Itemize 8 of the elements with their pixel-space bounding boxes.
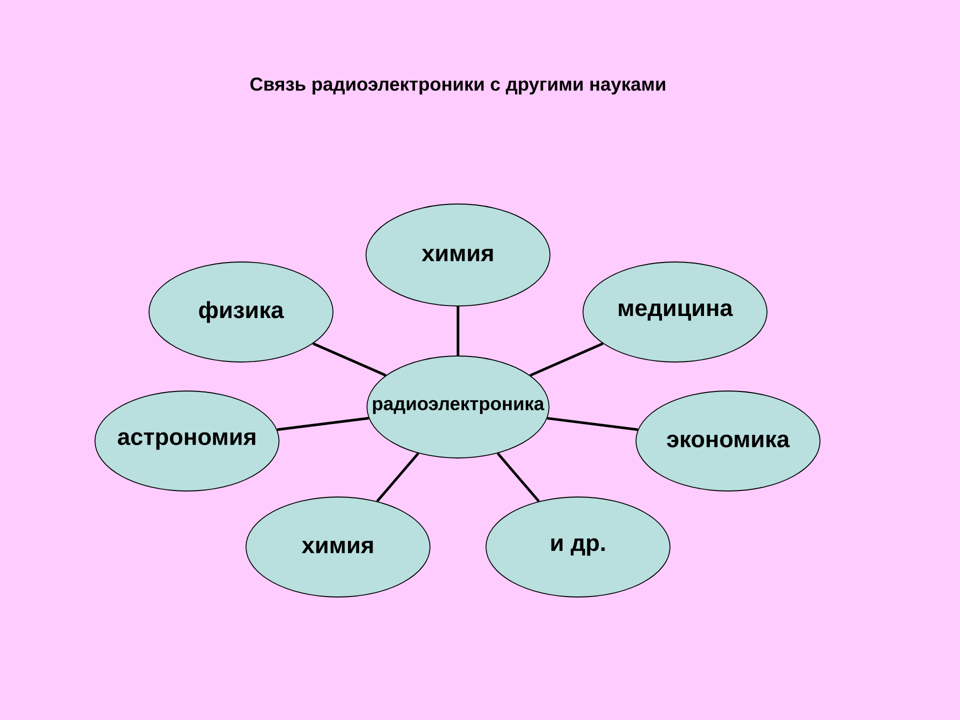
title: Связь радиоэлектроники с другими науками <box>250 78 666 94</box>
connector-line <box>496 452 540 502</box>
connector-line <box>376 452 420 502</box>
connector-line <box>312 342 386 377</box>
connector-line <box>456 306 460 356</box>
connector-line <box>276 416 369 431</box>
connector-line <box>547 416 638 431</box>
connector-line <box>530 342 604 377</box>
